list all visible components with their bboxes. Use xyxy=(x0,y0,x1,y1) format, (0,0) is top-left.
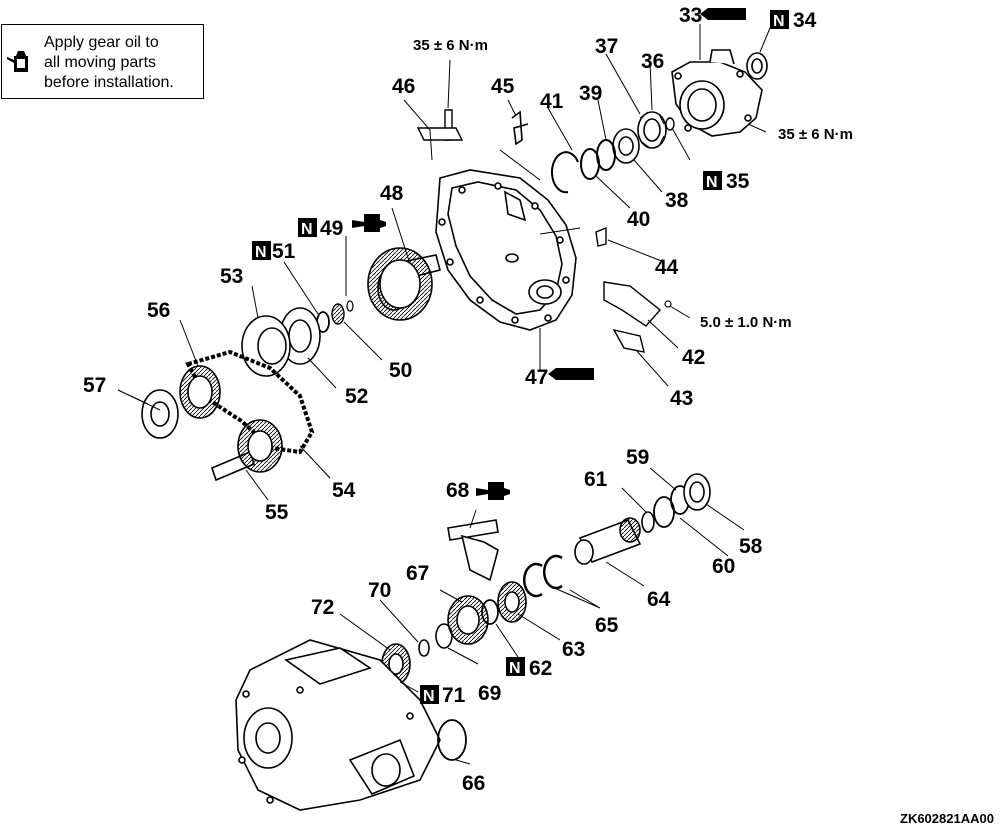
leader-lines xyxy=(117,24,771,765)
torque-spec-35: 35 ± 6 N·m xyxy=(778,126,853,143)
chain-54 xyxy=(185,349,315,455)
snap-ring-62 xyxy=(481,599,499,625)
bolt-46 xyxy=(416,109,464,141)
label-54: 54 xyxy=(332,479,356,502)
bracket-45 xyxy=(511,110,529,146)
gear-oil-note: Apply gear oil to all moving parts befor… xyxy=(1,24,204,99)
label-35: 35 xyxy=(726,170,750,193)
protector-42 xyxy=(603,281,662,327)
label-47: 47 xyxy=(525,366,548,389)
label-39: 39 xyxy=(579,82,602,105)
bearing-65 xyxy=(522,554,563,598)
rear-case-cover xyxy=(435,169,577,331)
part-labels: 33 34 35 36 37 38 39 40 41 42 43 44 45 4… xyxy=(83,4,817,795)
label-50: 50 xyxy=(389,359,412,382)
label-58: 58 xyxy=(739,535,763,558)
bearing-36 xyxy=(637,111,667,149)
mainshaft-64 xyxy=(574,517,642,565)
oil-can-icon xyxy=(352,214,510,500)
label-37: 37 xyxy=(595,35,618,58)
svg-text:N: N xyxy=(255,244,267,261)
spacer-40 xyxy=(580,148,600,180)
bearing-38 xyxy=(612,128,640,164)
label-40: 40 xyxy=(627,208,650,231)
ring-70 xyxy=(418,639,430,657)
label-36: 36 xyxy=(641,50,664,73)
bearing-53 xyxy=(241,315,291,377)
clip-44 xyxy=(595,226,607,247)
label-68: 68 xyxy=(446,479,470,502)
label-61: 61 xyxy=(584,468,608,491)
label-46: 46 xyxy=(392,75,415,98)
label-51: 51 xyxy=(272,240,296,263)
label-62: 62 xyxy=(529,657,552,680)
label-59: 59 xyxy=(626,446,649,469)
label-45: 45 xyxy=(491,75,515,98)
svg-text:N: N xyxy=(509,660,521,677)
label-38: 38 xyxy=(665,189,689,212)
label-43: 43 xyxy=(670,387,693,410)
bracket-43 xyxy=(612,328,645,353)
snap-ring-41 xyxy=(551,151,579,194)
bearing-58 xyxy=(683,473,711,511)
label-72: 72 xyxy=(311,596,334,619)
label-60: 60 xyxy=(712,555,735,578)
svg-text:N: N xyxy=(773,13,785,30)
label-33: 33 xyxy=(679,4,702,27)
ring-60 xyxy=(653,496,675,528)
hub-63 xyxy=(497,581,527,623)
figure-code: ZK602821AA00 xyxy=(900,811,994,826)
driven-sprocket-56 xyxy=(179,365,221,419)
label-71: 71 xyxy=(442,684,466,707)
sealant-icon xyxy=(548,8,746,380)
svg-text:N: N xyxy=(301,221,313,238)
ring-61 xyxy=(641,511,655,533)
label-49: 49 xyxy=(320,217,343,240)
label-34: 34 xyxy=(793,9,817,32)
label-53: 53 xyxy=(220,265,243,288)
label-57: 57 xyxy=(83,374,106,397)
sleeve-67 xyxy=(447,595,489,645)
label-56: 56 xyxy=(147,299,170,322)
new-part-mark: N N N N N N xyxy=(252,10,789,705)
gear-oil-note-text: Apply gear oil to all moving parts befor… xyxy=(44,34,174,91)
bolt-42 xyxy=(664,300,672,308)
fork-68 xyxy=(447,519,499,582)
torque-spec-42: 5.0 ± 1.0 N·m xyxy=(700,314,792,331)
label-65: 65 xyxy=(595,614,619,637)
svg-text:N: N xyxy=(706,174,718,191)
drive-sprocket-48 xyxy=(367,247,441,321)
oil-seal-34 xyxy=(746,52,768,80)
label-48: 48 xyxy=(380,182,404,205)
label-69: 69 xyxy=(478,682,501,705)
o-ring-66 xyxy=(437,719,467,761)
bearing-57 xyxy=(141,389,179,439)
label-67: 67 xyxy=(406,562,429,585)
transfer-case xyxy=(235,639,441,811)
label-55: 55 xyxy=(265,501,289,524)
oil-can-icon xyxy=(7,51,28,72)
extension-housing xyxy=(671,49,763,137)
ring-49 xyxy=(346,300,354,312)
label-63: 63 xyxy=(562,638,585,661)
front-output-shaft-55 xyxy=(211,419,283,482)
label-66: 66 xyxy=(462,772,485,795)
label-70: 70 xyxy=(368,579,391,602)
torque-spec-46: 35 ± 6 N·m xyxy=(413,37,488,54)
label-52: 52 xyxy=(345,385,368,408)
label-42: 42 xyxy=(682,346,705,369)
svg-text:N: N xyxy=(423,688,435,705)
ring-69 xyxy=(435,623,453,649)
needle-bearing-50 xyxy=(331,303,345,325)
label-41: 41 xyxy=(540,90,564,113)
ring-35 xyxy=(665,117,675,131)
label-64: 64 xyxy=(647,588,671,611)
label-44: 44 xyxy=(655,256,679,279)
